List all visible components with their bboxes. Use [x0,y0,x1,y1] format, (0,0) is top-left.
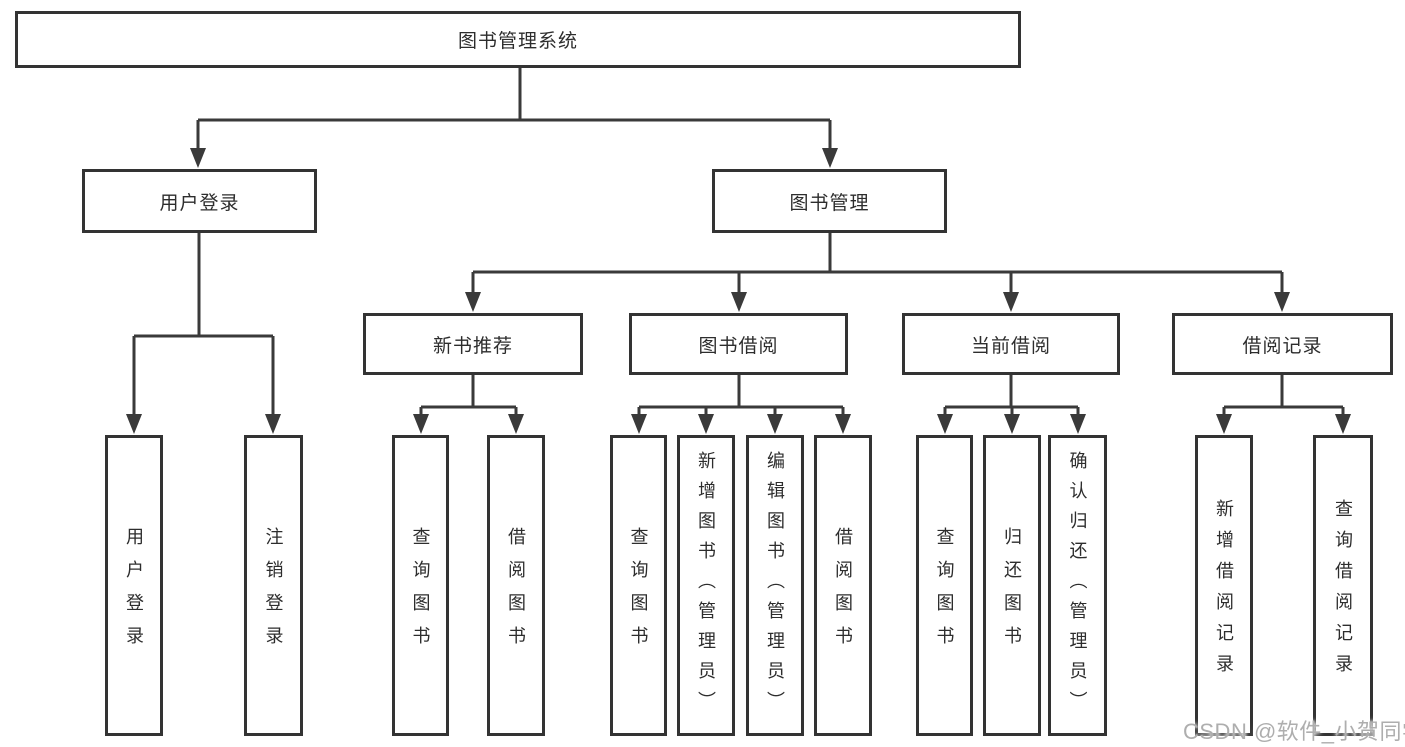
leaf-user-login: 用户登录 [105,435,163,736]
arrow-icon [1004,414,1020,434]
leaf-query-book-current: 查询图书 [916,435,973,736]
node-root: 图书管理系统 [15,11,1021,68]
node-book-borrow: 图书借阅 [629,313,848,375]
leaf-borrow-book: 借阅图书 [814,435,872,736]
arrow-icon [767,414,783,434]
arrow-icon [190,148,206,168]
arrow-icon [937,414,953,434]
leaf-return-book: 归还图书 [983,435,1041,736]
leaf-query-book-borrow: 查询图书 [610,435,667,736]
node-borrow-record: 借阅记录 [1172,313,1393,375]
arrow-icon [698,414,714,434]
leaf-add-borrow-record: 新增借阅记录 [1195,435,1253,736]
leaf-confirm-return-admin: 确认归还（管理员） [1048,435,1107,736]
arrow-icon [1070,414,1086,434]
leaf-query-borrow-record: 查询借阅记录 [1313,435,1373,736]
leaf-edit-book-admin: 编辑图书（管理员） [746,435,804,736]
arrow-icon [126,414,142,434]
arrow-icon [835,414,851,434]
arrow-icon [413,414,429,434]
arrow-icon [1216,414,1232,434]
node-current-borrow: 当前借阅 [902,313,1120,375]
arrowheads [126,148,1351,434]
node-new-book-recommend: 新书推荐 [363,313,583,375]
arrow-icon [1335,414,1351,434]
arrow-icon [1003,292,1019,312]
arrow-icon [265,414,281,434]
arrow-icon [822,148,838,168]
arrow-icon [631,414,647,434]
leaf-query-book-recommend: 查询图书 [392,435,449,736]
arrow-icon [731,292,747,312]
arrow-icon [1274,292,1290,312]
leaf-borrow-book-recommend: 借阅图书 [487,435,545,736]
leaf-logout: 注销登录 [244,435,303,736]
node-user-login: 用户登录 [82,169,317,233]
node-book-management: 图书管理 [712,169,947,233]
arrow-icon [465,292,481,312]
arrow-icon [508,414,524,434]
tree-branch-lines [132,67,1345,416]
leaf-add-book-admin: 新增图书（管理员） [677,435,735,736]
watermark: CSDN @软件_小贺同学 [1183,719,1405,744]
